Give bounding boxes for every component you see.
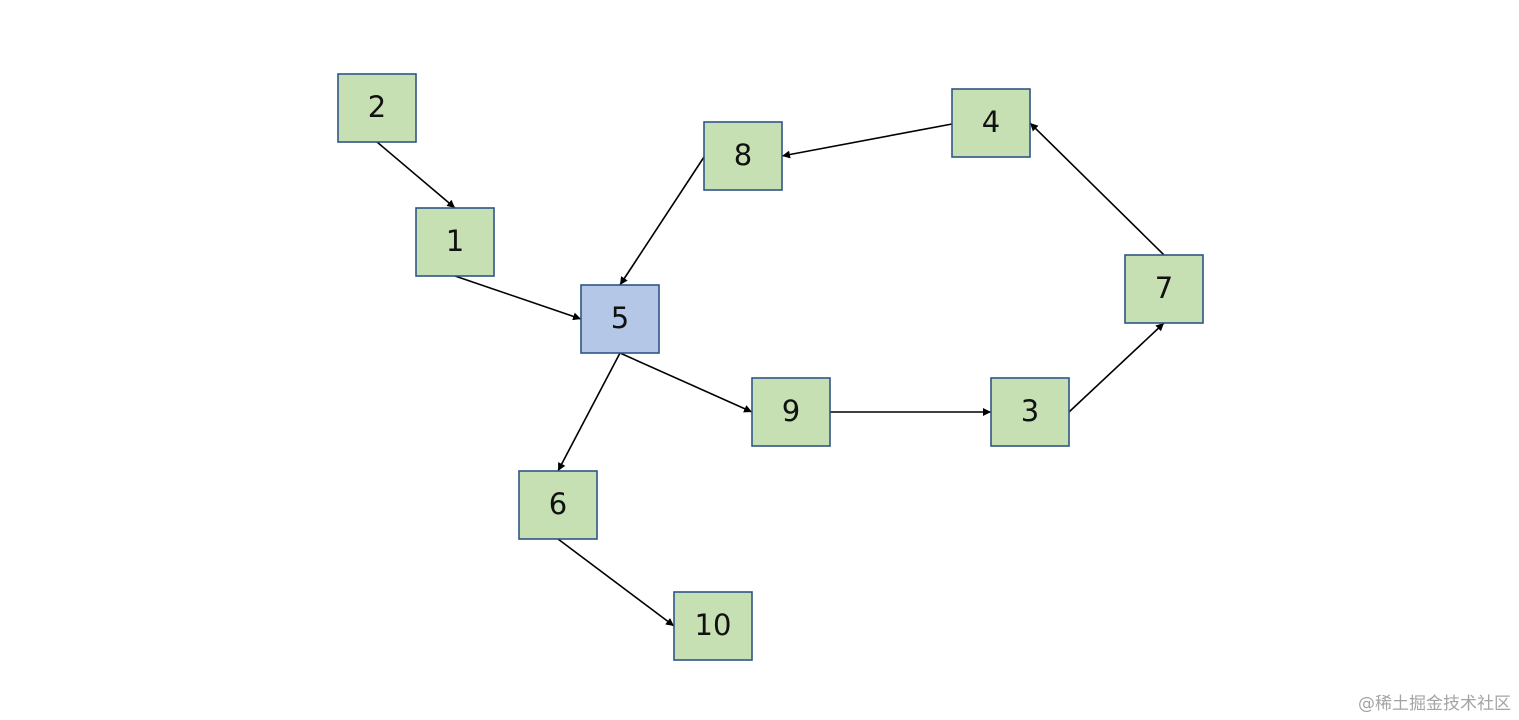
node-5: 5 [580, 284, 660, 354]
node-box-9 [751, 377, 831, 447]
edge-4-to-8 [781, 123, 953, 159]
edge-2-to-1 [376, 141, 456, 209]
node-box-6 [518, 470, 598, 540]
edge-6-to-10 [557, 538, 675, 627]
node-label-4: 4 [982, 105, 1000, 139]
node-2: 2 [337, 73, 417, 143]
node-7: 7 [1124, 254, 1204, 324]
node-box-7 [1124, 254, 1204, 324]
edge-3-to-7 [1068, 322, 1165, 413]
node-label-10: 10 [695, 608, 732, 642]
node-box-5 [580, 284, 660, 354]
node-10: 10 [673, 591, 753, 661]
edge-1-to-5 [454, 275, 582, 321]
edge-5-to-9 [619, 352, 753, 413]
edges [376, 122, 1165, 627]
node-8: 8 [703, 121, 783, 191]
watermark-text: @稀土掘金技术社区 [1358, 694, 1511, 714]
node-9: 9 [751, 377, 831, 447]
edge-8-to-5 [619, 156, 705, 286]
node-label-3: 3 [1021, 394, 1039, 428]
edge-7-to-4 [1029, 122, 1165, 256]
node-box-10 [673, 591, 753, 661]
node-1: 1 [415, 207, 495, 277]
node-label-8: 8 [734, 138, 752, 172]
node-label-9: 9 [782, 394, 800, 428]
node-label-2: 2 [368, 90, 386, 124]
node-label-5: 5 [611, 301, 629, 335]
node-box-1 [415, 207, 495, 277]
node-box-8 [703, 121, 783, 191]
nodes: 2 1 5 8 4 7 9 3 6 10 [337, 73, 1204, 661]
node-box-4 [951, 88, 1031, 158]
node-4: 4 [951, 88, 1031, 158]
node-label-1: 1 [446, 224, 464, 258]
node-3: 3 [990, 377, 1070, 447]
edge-5-to-6 [557, 352, 621, 472]
node-label-7: 7 [1155, 271, 1173, 305]
node-label-6: 6 [549, 487, 567, 521]
node-6: 6 [518, 470, 598, 540]
node-box-2 [337, 73, 417, 143]
node-box-3 [990, 377, 1070, 447]
